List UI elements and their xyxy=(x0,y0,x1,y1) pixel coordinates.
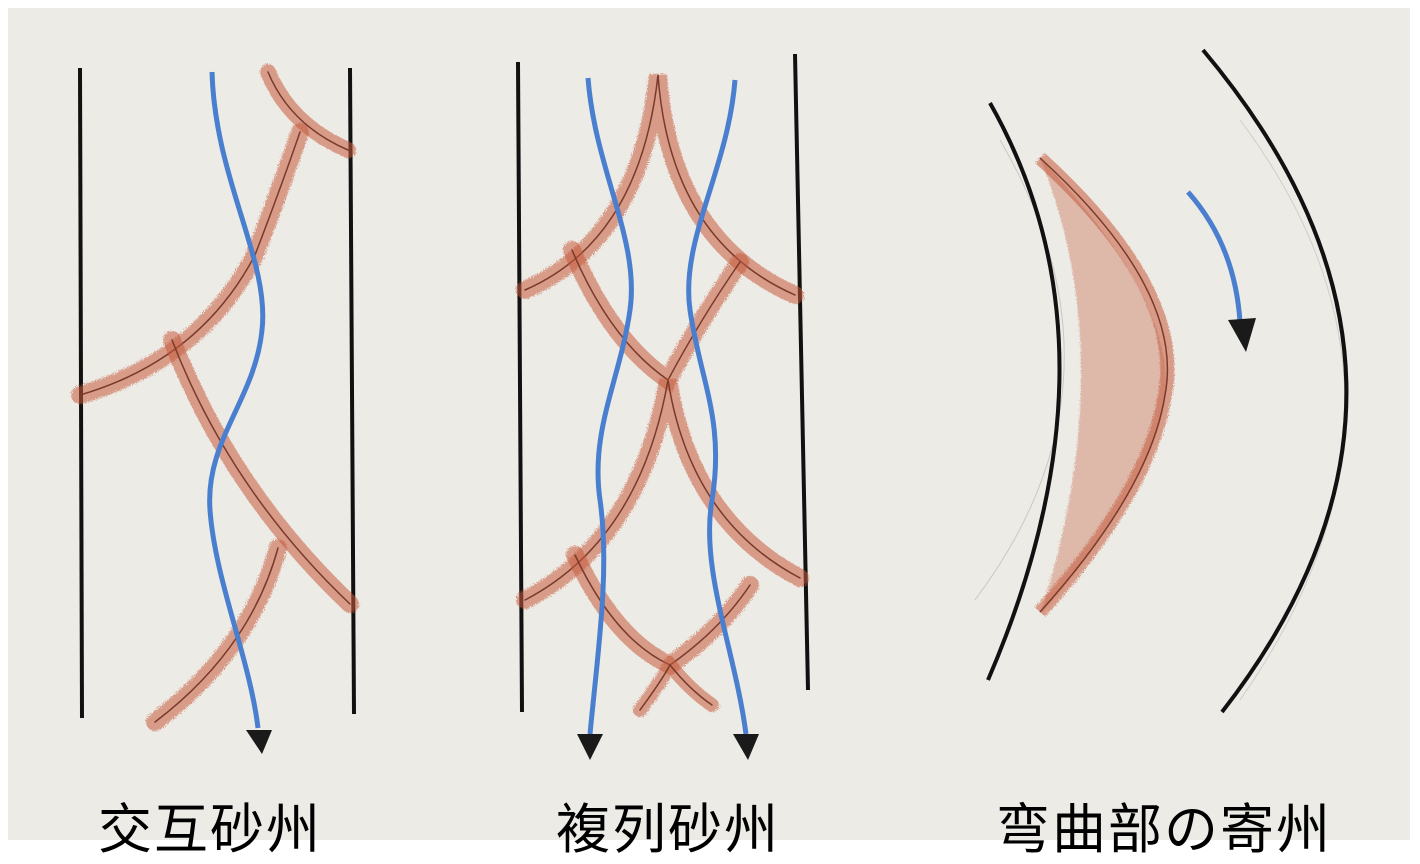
outer-bank xyxy=(1203,50,1346,712)
flow-arrowhead xyxy=(246,730,272,754)
sand-bar xyxy=(268,72,348,150)
flow-path xyxy=(210,72,263,728)
flow-arrowhead xyxy=(1228,318,1256,352)
flow-path xyxy=(1188,192,1240,322)
label-multiple-bars: 複列砂州 xyxy=(556,785,780,864)
sand-bar xyxy=(172,340,350,604)
label-point-bar: 弯曲部の寄州 xyxy=(996,785,1332,864)
sand-bar xyxy=(525,75,795,295)
right-bank xyxy=(350,68,354,714)
flow-arrowhead-right xyxy=(733,734,759,760)
sand-bars xyxy=(525,75,800,710)
sand-bars xyxy=(80,72,350,722)
panel-alternate-bars xyxy=(80,68,354,754)
bar-edge xyxy=(80,132,300,395)
sand-bar xyxy=(80,132,300,395)
left-bank xyxy=(518,62,522,712)
pencil-sketch xyxy=(975,140,1064,600)
sand-bar xyxy=(572,250,740,380)
right-bank xyxy=(795,54,808,690)
pencil-sketch xyxy=(1240,120,1345,700)
sand-bar xyxy=(155,548,278,722)
panel-point-bar xyxy=(975,50,1346,712)
panel-multiple-bars xyxy=(518,54,808,760)
flow-arrowhead-left xyxy=(577,734,603,760)
sand-bar xyxy=(525,380,800,600)
label-alternate-bars: 交互砂州 xyxy=(98,785,322,864)
